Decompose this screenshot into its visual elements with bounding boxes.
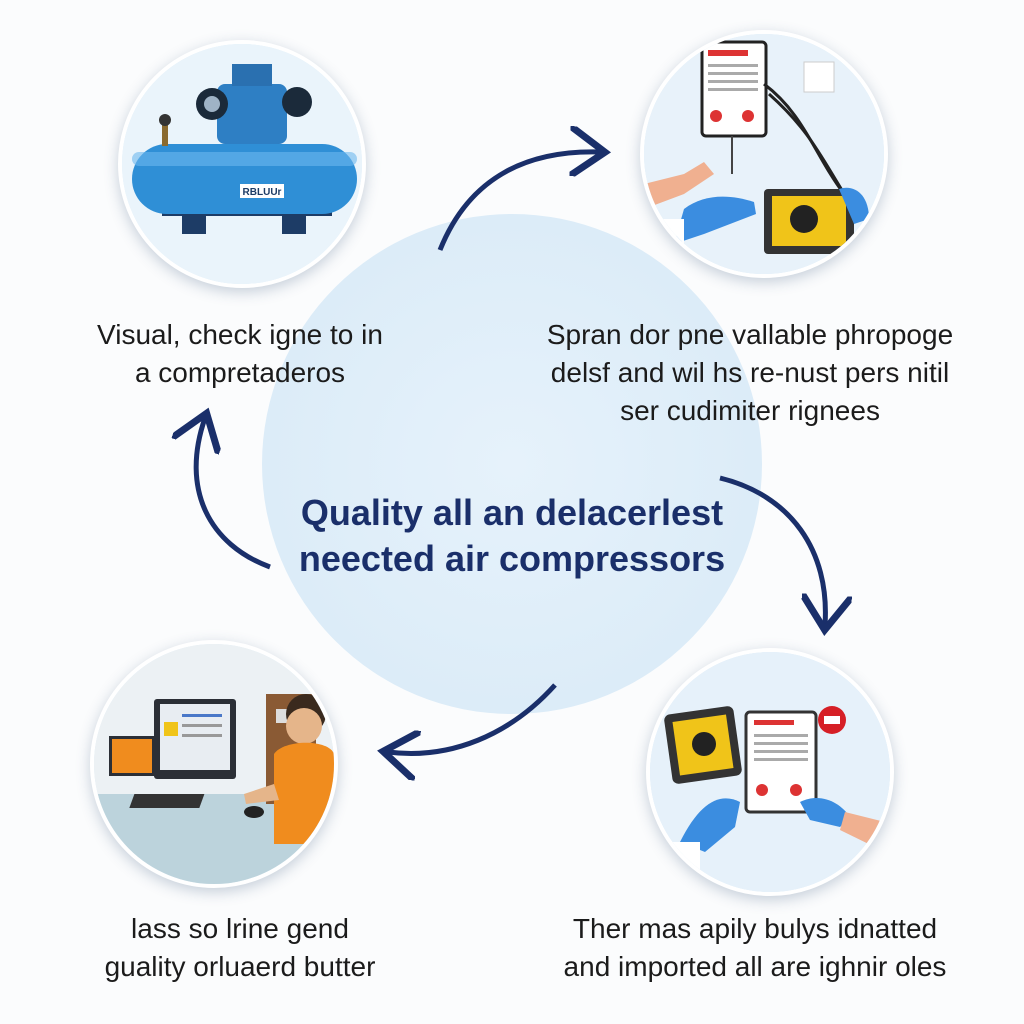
- step-caption-top-right: Spran dor pne vallable phropoge delsf an…: [500, 316, 1000, 430]
- diagnostic-inspection-image: [640, 30, 888, 278]
- caption-line: delsf and wil hs re-nust pers nitil: [550, 357, 950, 388]
- caption-line: Visual, check igne to in: [97, 319, 383, 350]
- caption-line: a compretaderos: [134, 357, 346, 388]
- center-title-line2: neected air compressors: [298, 538, 726, 579]
- caption-line: lass so lrine gend: [131, 913, 349, 944]
- caption-line: ser cudimiter rignees: [620, 395, 880, 426]
- tablet-report-image: [646, 648, 894, 896]
- step-caption-top-left: Visual, check igne to in a compretaderos: [40, 316, 440, 392]
- arrow-left: [196, 418, 271, 570]
- caption-line: Spran dor pne vallable phropoge: [546, 319, 954, 350]
- caption-line: and imported all are ighnir oles: [563, 951, 947, 982]
- air-compressor-image: RBLUUr: [118, 40, 366, 288]
- computer-workstation-image: [90, 640, 338, 888]
- compressor-nameplate: RBLUUr: [243, 187, 282, 198]
- step-caption-bottom-right: Ther mas apily bulys idnatted and import…: [500, 910, 1010, 986]
- step-caption-bottom-left: lass so lrine gend guality orluaerd butt…: [20, 910, 460, 986]
- caption-line: guality orluaerd butter: [104, 951, 376, 982]
- center-disc: [262, 214, 762, 714]
- center-title: Quality all an delacerlest neected air c…: [262, 490, 762, 582]
- caption-line: Ther mas apily bulys idnatted: [572, 913, 938, 944]
- center-title-line1: Quality all an delacerlest: [300, 492, 724, 533]
